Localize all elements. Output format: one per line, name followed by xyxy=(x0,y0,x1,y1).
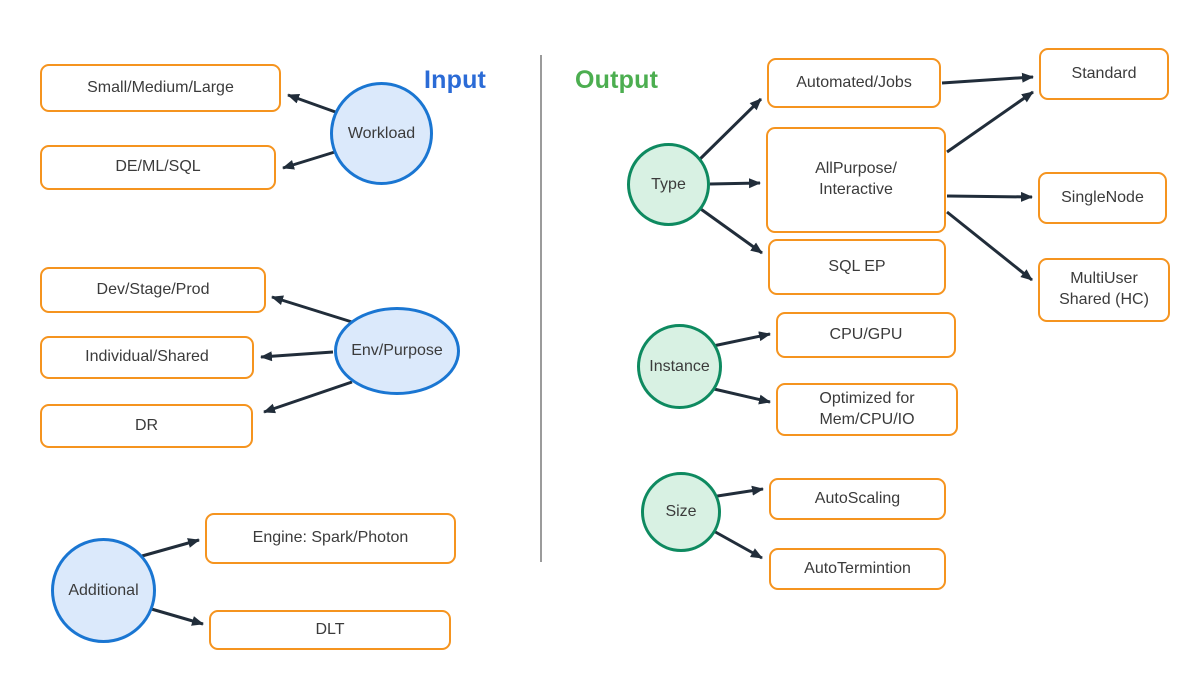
node-type: Type xyxy=(627,143,710,226)
box-dr: DR xyxy=(40,404,253,448)
box-allpurpose-interactive: AllPurpose/ Interactive xyxy=(766,127,946,233)
arrow-additional-to-dlt xyxy=(147,606,204,626)
arrow-additional-to-engine xyxy=(141,538,200,558)
box-dlt: DLT xyxy=(209,610,451,650)
box-engine-spark-photon: Engine: Spark/Photon xyxy=(205,513,456,564)
input-section-label: Input xyxy=(424,66,487,94)
arrow-size-to-autotermination xyxy=(709,527,763,560)
box-singlenode: SingleNode xyxy=(1038,172,1167,224)
box-autoscaling: AutoScaling xyxy=(769,478,946,520)
node-workload: Workload xyxy=(330,82,433,185)
box-optimized-for: Optimized for Mem/CPU/IO xyxy=(776,383,958,436)
arrow-allpurpose-to-singlenode xyxy=(946,191,1033,202)
box-automated-jobs: Automated/Jobs xyxy=(767,58,941,108)
arrow-type-to-sql-ep xyxy=(697,205,763,255)
arrow-env-to-dr xyxy=(263,380,353,414)
node-instance: Instance xyxy=(637,324,722,409)
box-sql-ep: SQL EP xyxy=(768,239,946,295)
arrow-allpurpose-to-multiuser xyxy=(946,210,1033,282)
arrow-automated-to-standard xyxy=(941,72,1034,85)
arrow-instance-to-cpu-gpu xyxy=(712,331,771,348)
box-autotermination: AutoTermintion xyxy=(769,548,946,590)
node-size: Size xyxy=(641,472,721,552)
box-allpurpose-line1: AllPurpose/ xyxy=(815,160,897,178)
arrow-type-to-automated-jobs xyxy=(696,97,763,163)
node-additional: Additional xyxy=(51,538,156,643)
node-env-purpose: Env/Purpose xyxy=(334,307,460,395)
arrow-env-to-individual-shared xyxy=(260,350,334,362)
box-multiuser-line1: MultiUser xyxy=(1070,270,1138,288)
box-optimized-line1: Optimized for xyxy=(819,389,915,407)
arrow-instance-to-optimized xyxy=(713,387,771,405)
box-multiuser-shared-hc: MultiUser Shared (HC) xyxy=(1038,258,1170,322)
box-individual-shared: Individual/Shared xyxy=(40,336,254,379)
arrow-allpurpose-to-standard xyxy=(946,90,1034,154)
arrow-workload-to-de-ml-sql xyxy=(282,149,339,170)
box-dev-stage-prod: Dev/Stage/Prod xyxy=(40,267,266,313)
arrow-workload-to-small-medium-large xyxy=(287,93,342,116)
arrow-env-to-dev-stage-prod xyxy=(271,295,353,324)
box-small-medium-large: Small/Medium/Large xyxy=(40,64,281,112)
output-section-label: Output xyxy=(575,66,659,94)
box-de-ml-sql: DE/ML/SQL xyxy=(40,145,276,190)
arrow-type-to-allpurpose xyxy=(709,178,761,189)
arrow-size-to-autoscaling xyxy=(710,485,764,499)
box-cpu-gpu: CPU/GPU xyxy=(776,312,956,358)
box-multiuser-line2: Shared (HC) xyxy=(1059,291,1149,308)
section-divider xyxy=(540,55,542,562)
box-optimized-line2: Mem/CPU/IO xyxy=(819,410,915,428)
box-standard: Standard xyxy=(1039,48,1169,100)
box-allpurpose-line2: Interactive xyxy=(819,181,893,198)
